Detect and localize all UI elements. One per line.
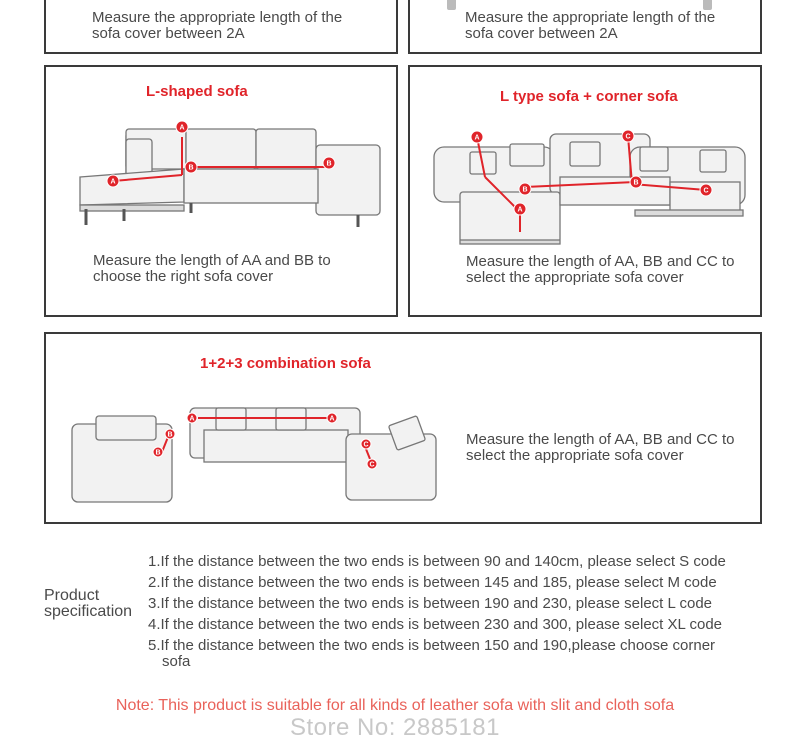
l-corner-sofa-illustration: A A B B C C xyxy=(433,129,746,245)
panel-2a-left-text: Measure the appropriate length of the so… xyxy=(92,9,343,42)
spec-item-xl: 4.If the distance between the two ends i… xyxy=(148,616,723,633)
spec-item-m: 2.If the distance between the two ends i… xyxy=(148,574,717,591)
marker-a-1: A xyxy=(474,135,479,142)
marker-b-2: B xyxy=(155,450,160,457)
marker-b-1: B xyxy=(167,432,172,439)
panel-2a-right-text: Measure the appropriate length of the so… xyxy=(465,9,716,42)
combination-sofa-illustration: B B A A C C xyxy=(71,407,437,503)
l-shaped-text: Measure the length of AA and BB to choos… xyxy=(93,252,331,285)
store-watermark: Store No: 2885181 xyxy=(290,714,500,741)
marker-a-1: A xyxy=(189,416,194,423)
marker-b-1: B xyxy=(188,165,193,172)
note-text: Note: This product is suitable for all k… xyxy=(115,697,675,714)
spec-item-l: 3.If the distance between the two ends i… xyxy=(148,595,713,612)
marker-a-1: A xyxy=(179,125,184,132)
combination-text: Measure the length of AA, BB and CC to s… xyxy=(466,431,735,464)
spec-list: 1.If the distance between the two ends i… xyxy=(148,551,778,670)
marker-a-2: A xyxy=(517,207,522,214)
panel-l-shaped-sofa: L-shaped sofa A A B B Measure the length… xyxy=(44,65,398,317)
marker-a-2: A xyxy=(110,179,115,186)
product-specification-label: Product specification xyxy=(44,588,132,620)
spec-item-corner: 5.If the distance between the two ends i… xyxy=(148,635,778,670)
spec-label-line1: Product xyxy=(44,587,100,604)
spec-item-s: 1.If the distance between the two ends i… xyxy=(148,553,726,570)
marker-c-1: C xyxy=(625,134,630,141)
sofa-legs-illustration xyxy=(447,0,712,10)
l-corner-title: L type sofa + corner sofa xyxy=(500,88,678,105)
spec-label-line2: specification xyxy=(44,603,133,620)
combination-title: 1+2+3 combination sofa xyxy=(200,355,371,372)
marker-b-2: B xyxy=(326,161,331,168)
spec-item-corner-line1: 5.If the distance between the two ends i… xyxy=(148,637,716,654)
panel-combination-sofa: 1+2+3 combination sofa B B A A C C Measu… xyxy=(44,332,762,524)
spec-item-corner-line2: sofa xyxy=(162,653,191,670)
panel-2a-right: Measure the appropriate length of the so… xyxy=(408,0,762,54)
marker-c-1: C xyxy=(363,442,368,449)
marker-c-2: C xyxy=(369,462,374,469)
marker-a-2: A xyxy=(329,416,334,423)
l-corner-text: Measure the length of AA, BB and CC to s… xyxy=(466,253,735,286)
marker-b-2: B xyxy=(633,180,638,187)
marker-c-2: C xyxy=(703,188,708,195)
marker-b-1: B xyxy=(522,187,527,194)
panel-2a-left: Measure the appropriate length of the so… xyxy=(44,0,398,54)
l-shaped-sofa-illustration: A A B B xyxy=(79,120,381,227)
l-shaped-title: L-shaped sofa xyxy=(146,83,248,100)
panel-l-corner-sofa: L type sofa + corner sofa A A B B C C Me… xyxy=(408,65,762,317)
